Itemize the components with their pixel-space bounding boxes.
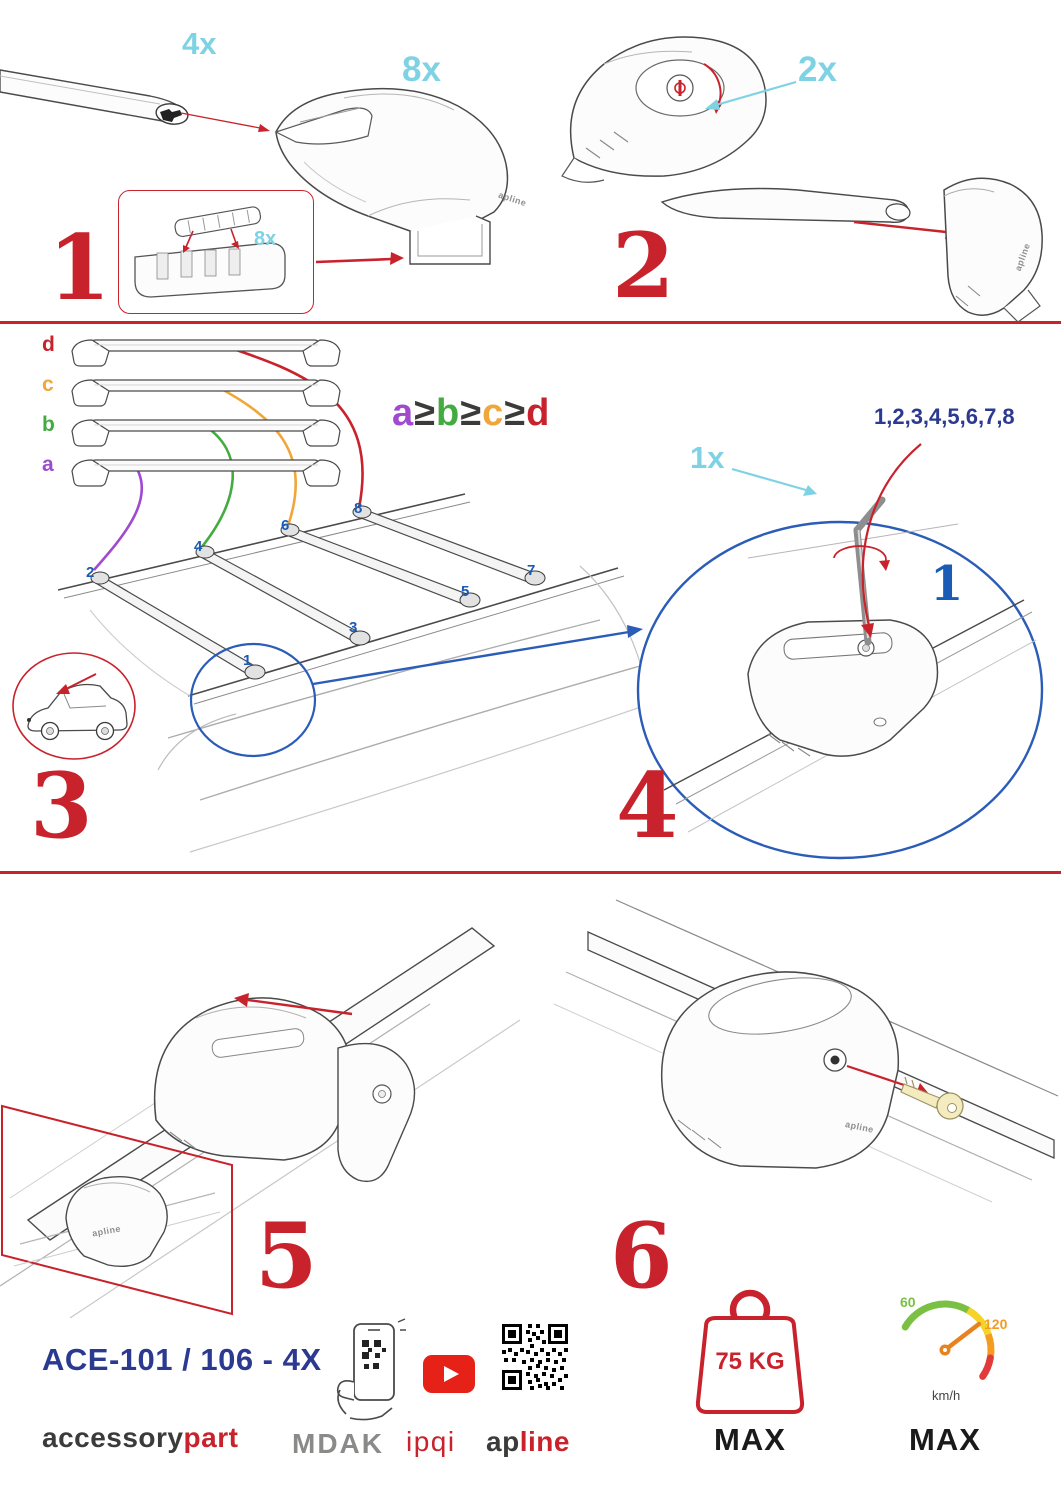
max-weight-label: MAX	[714, 1422, 786, 1457]
hand-scanning-qr-icon	[336, 1318, 406, 1421]
tightening-detail-illustration	[636, 496, 1044, 860]
section-divider	[0, 871, 1061, 874]
speed-high-label: 120	[984, 1316, 1008, 1332]
max-speed-icon	[901, 1300, 995, 1380]
roof-position-3: 3	[349, 619, 358, 636]
bar-label-b: b	[42, 413, 55, 436]
step2-quantity: 2x	[798, 50, 837, 89]
bar-into-foot-illustration	[660, 177, 1043, 323]
step5-number: 5	[255, 1203, 318, 1309]
apline-logo-dark: ap	[486, 1426, 520, 1457]
car-roof-illustration	[57, 493, 655, 853]
first-position-callout: 1	[930, 556, 964, 612]
max-weight-icon	[695, 1289, 805, 1414]
crossbar-d-illustration	[71, 339, 341, 367]
inset-to-foot-arrow	[315, 252, 404, 265]
crossbar-a-illustration	[71, 459, 341, 487]
step4-quantity-arrow	[731, 467, 817, 496]
flush-rail-lock-illustration	[553, 899, 1059, 1203]
size-order-formula: a≥b≥c≥d	[392, 392, 550, 435]
tightening-sequence: 1,2,3,4,5,6,7,8	[874, 404, 1015, 429]
apline-logo: apline	[486, 1426, 570, 1458]
product-model: ACE-101 / 106 - 4X	[42, 1342, 322, 1377]
formula-a: a	[392, 392, 415, 434]
bar-label-d: d	[42, 333, 55, 356]
max-speed-label: MAX	[909, 1422, 981, 1457]
step1-pad-quantity: 8x	[254, 228, 277, 250]
roof-position-5: 5	[461, 583, 470, 600]
step2-number: 2	[612, 213, 675, 319]
accessorypart-logo-black: accessory	[42, 1422, 184, 1453]
bar-label-a: a	[42, 453, 54, 476]
speed-unit-label: km/h	[932, 1388, 961, 1403]
apline-logo-red: line	[519, 1426, 570, 1457]
bar-label-c: c	[42, 373, 54, 396]
gte-icon: ≥	[414, 392, 436, 434]
mdak-logo: MDAK	[292, 1428, 384, 1459]
step6-number: 6	[610, 1203, 673, 1309]
roof-position-4: 4	[194, 538, 203, 555]
crossbar-b-illustration	[71, 419, 341, 447]
roof-position-6: 6	[281, 517, 290, 534]
gte-icon: ≥	[460, 392, 483, 434]
detail-callout-circle-arrow	[189, 625, 643, 758]
accessorypart-logo-red: part	[183, 1422, 239, 1453]
youtube-play-icon	[423, 1355, 475, 1393]
formula-d: d	[526, 392, 551, 434]
step4-number: 4	[616, 753, 679, 859]
formula-c: c	[482, 392, 505, 434]
car-direction-inset	[12, 652, 136, 760]
roof-position-1: 1	[243, 652, 252, 669]
qr-code-icon	[500, 1322, 570, 1392]
section-divider	[0, 321, 1061, 324]
step2-quantity-arrow	[705, 80, 797, 110]
step1-number: 1	[48, 215, 111, 321]
ipqi-logo: ipqi	[406, 1426, 456, 1457]
roof-position-8: 8	[354, 500, 363, 517]
roof-position-7: 7	[527, 562, 536, 579]
bar-to-foot-pointer-line	[180, 112, 270, 132]
rubber-pad-illustration	[134, 206, 286, 298]
roof-position-2: 2	[86, 564, 95, 581]
max-weight-value: 75 KG	[715, 1348, 785, 1375]
sequence-arrow	[861, 443, 922, 638]
gte-icon: ≥	[504, 392, 527, 434]
accessorypart-logo: accessorypart	[42, 1422, 238, 1454]
step1-bar-quantity: 4x	[182, 26, 217, 61]
step3-number: 3	[30, 753, 93, 859]
formula-b: b	[436, 392, 461, 434]
crossbar-c-illustration	[71, 379, 341, 407]
roof-rack-foot-illustration	[274, 87, 509, 265]
foot-lock-top-illustration	[561, 36, 767, 183]
step1-foot-quantity: 8x	[402, 50, 441, 89]
rubber-pad-inset	[118, 190, 314, 314]
step4-tool-quantity: 1x	[690, 440, 725, 475]
speed-low-label: 60	[900, 1294, 916, 1310]
raised-rail-mounting-illustration	[0, 927, 521, 1319]
